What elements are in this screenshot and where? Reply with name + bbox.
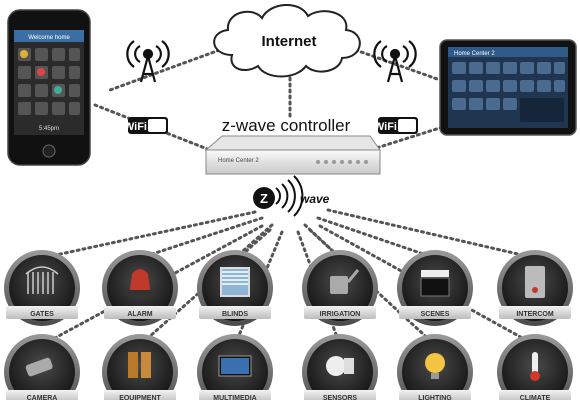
- smartphone-icon: Welcome home 5:45pm: [7, 9, 91, 166]
- antenna-left-icon: [126, 40, 170, 83]
- device-label-band: [304, 390, 376, 400]
- device-label-band: [499, 306, 571, 319]
- device-badge-alarm: ALARM: [102, 250, 178, 326]
- device-label: SCENES: [421, 311, 450, 318]
- zwave-logo-letter: Z: [260, 191, 268, 206]
- device-label: SENSORS: [323, 395, 358, 400]
- device-badge-camera: CAMERA: [4, 334, 80, 400]
- line-zwave-to-intercom: [326, 208, 537, 260]
- device-label-band: [104, 306, 176, 319]
- wifi-badge-left: WiFi: [124, 117, 168, 134]
- controller-device-icon: Home Center 2: [204, 135, 381, 175]
- device-badges: GATES ALARM BLINDS IRRIGATION SCENES INTERCOM…: [4, 250, 573, 400]
- device-badge-sensors: SENSORS: [302, 334, 378, 400]
- phone-app-grid: [18, 48, 80, 115]
- device-label: ALARM: [127, 311, 152, 318]
- device-label: GATES: [30, 311, 54, 318]
- zwave-logo-icon: Z wave: [253, 175, 330, 217]
- device-label-band: [6, 390, 78, 400]
- device-label-band: [399, 390, 471, 400]
- device-label: MULTIMEDIA: [213, 395, 256, 400]
- zwave-logo-text: wave: [300, 192, 330, 206]
- internet-cloud: Internet: [213, 3, 361, 78]
- light-bulb-icon: [425, 353, 445, 379]
- device-badge-irrigation: IRRIGATION: [302, 250, 378, 326]
- equipment-icon: [128, 352, 151, 378]
- tablet-header-text: Home Center 2: [454, 51, 495, 57]
- device-label: CAMERA: [27, 395, 58, 400]
- device-label: EQUIPMENT: [119, 395, 161, 400]
- wifi-right-label: WiFi: [374, 121, 397, 133]
- device-badge-lighting: LIGHTING: [397, 334, 473, 400]
- wifi-badge-right: WiFi: [374, 117, 418, 134]
- sensor-icon: [326, 356, 354, 376]
- device-label: BLINDS: [222, 311, 248, 318]
- alarm-siren-icon: [126, 269, 154, 295]
- window-blinds-icon: [220, 267, 250, 297]
- tv-icon: [218, 355, 252, 377]
- device-label-band: [199, 306, 271, 319]
- clapperboard-icon: [420, 270, 450, 297]
- device-label-band: [6, 306, 78, 319]
- tablet-icon: Home Center 2: [439, 39, 577, 136]
- device-badge-gates: GATES: [4, 250, 80, 326]
- phone-clock-text: 5:45pm: [39, 126, 59, 132]
- device-label: LIGHTING: [418, 395, 452, 400]
- tablet-tiles: [452, 62, 565, 110]
- line-cloud-to-tablet: [348, 46, 442, 82]
- device-label: INTERCOM: [516, 311, 554, 318]
- controller-title: z-wave controller: [222, 116, 351, 135]
- device-badge-intercom: INTERCOM: [497, 250, 573, 326]
- thermometer-icon: [530, 352, 540, 381]
- device-badge-climate: CLIMATE: [497, 334, 573, 400]
- device-badge-scenes: SCENES: [397, 250, 473, 326]
- device-label: CLIMATE: [520, 395, 551, 400]
- controller-device-label: Home Center 2: [218, 158, 259, 164]
- line-zwave-to-scenes: [316, 216, 437, 260]
- watering-can-icon: [330, 269, 360, 294]
- device-badge-equipment: EQUIPMENT: [102, 334, 178, 400]
- camera-icon: [25, 357, 53, 377]
- device-label-band: [304, 306, 376, 319]
- intercom-icon: [525, 266, 545, 298]
- device-label: IRRIGATION: [320, 311, 361, 318]
- device-label-band: [199, 390, 271, 400]
- device-label-band: [499, 390, 571, 400]
- phone-header-text: Welcome home: [28, 35, 70, 41]
- device-label-band: [104, 390, 176, 400]
- line-cloud-to-phone: [108, 46, 227, 92]
- device-badge-multimedia: MULTIMEDIA: [197, 334, 273, 400]
- internet-label: Internet: [261, 33, 316, 50]
- line-zwave-to-gates: [40, 210, 257, 260]
- antenna-right-icon: [373, 40, 417, 83]
- device-label-band: [399, 306, 471, 319]
- wifi-left-label: WiFi: [124, 121, 147, 133]
- line-zwave-to-alarm: [138, 216, 264, 260]
- device-badge-blinds: BLINDS: [197, 250, 273, 326]
- gate-icon: [25, 266, 59, 294]
